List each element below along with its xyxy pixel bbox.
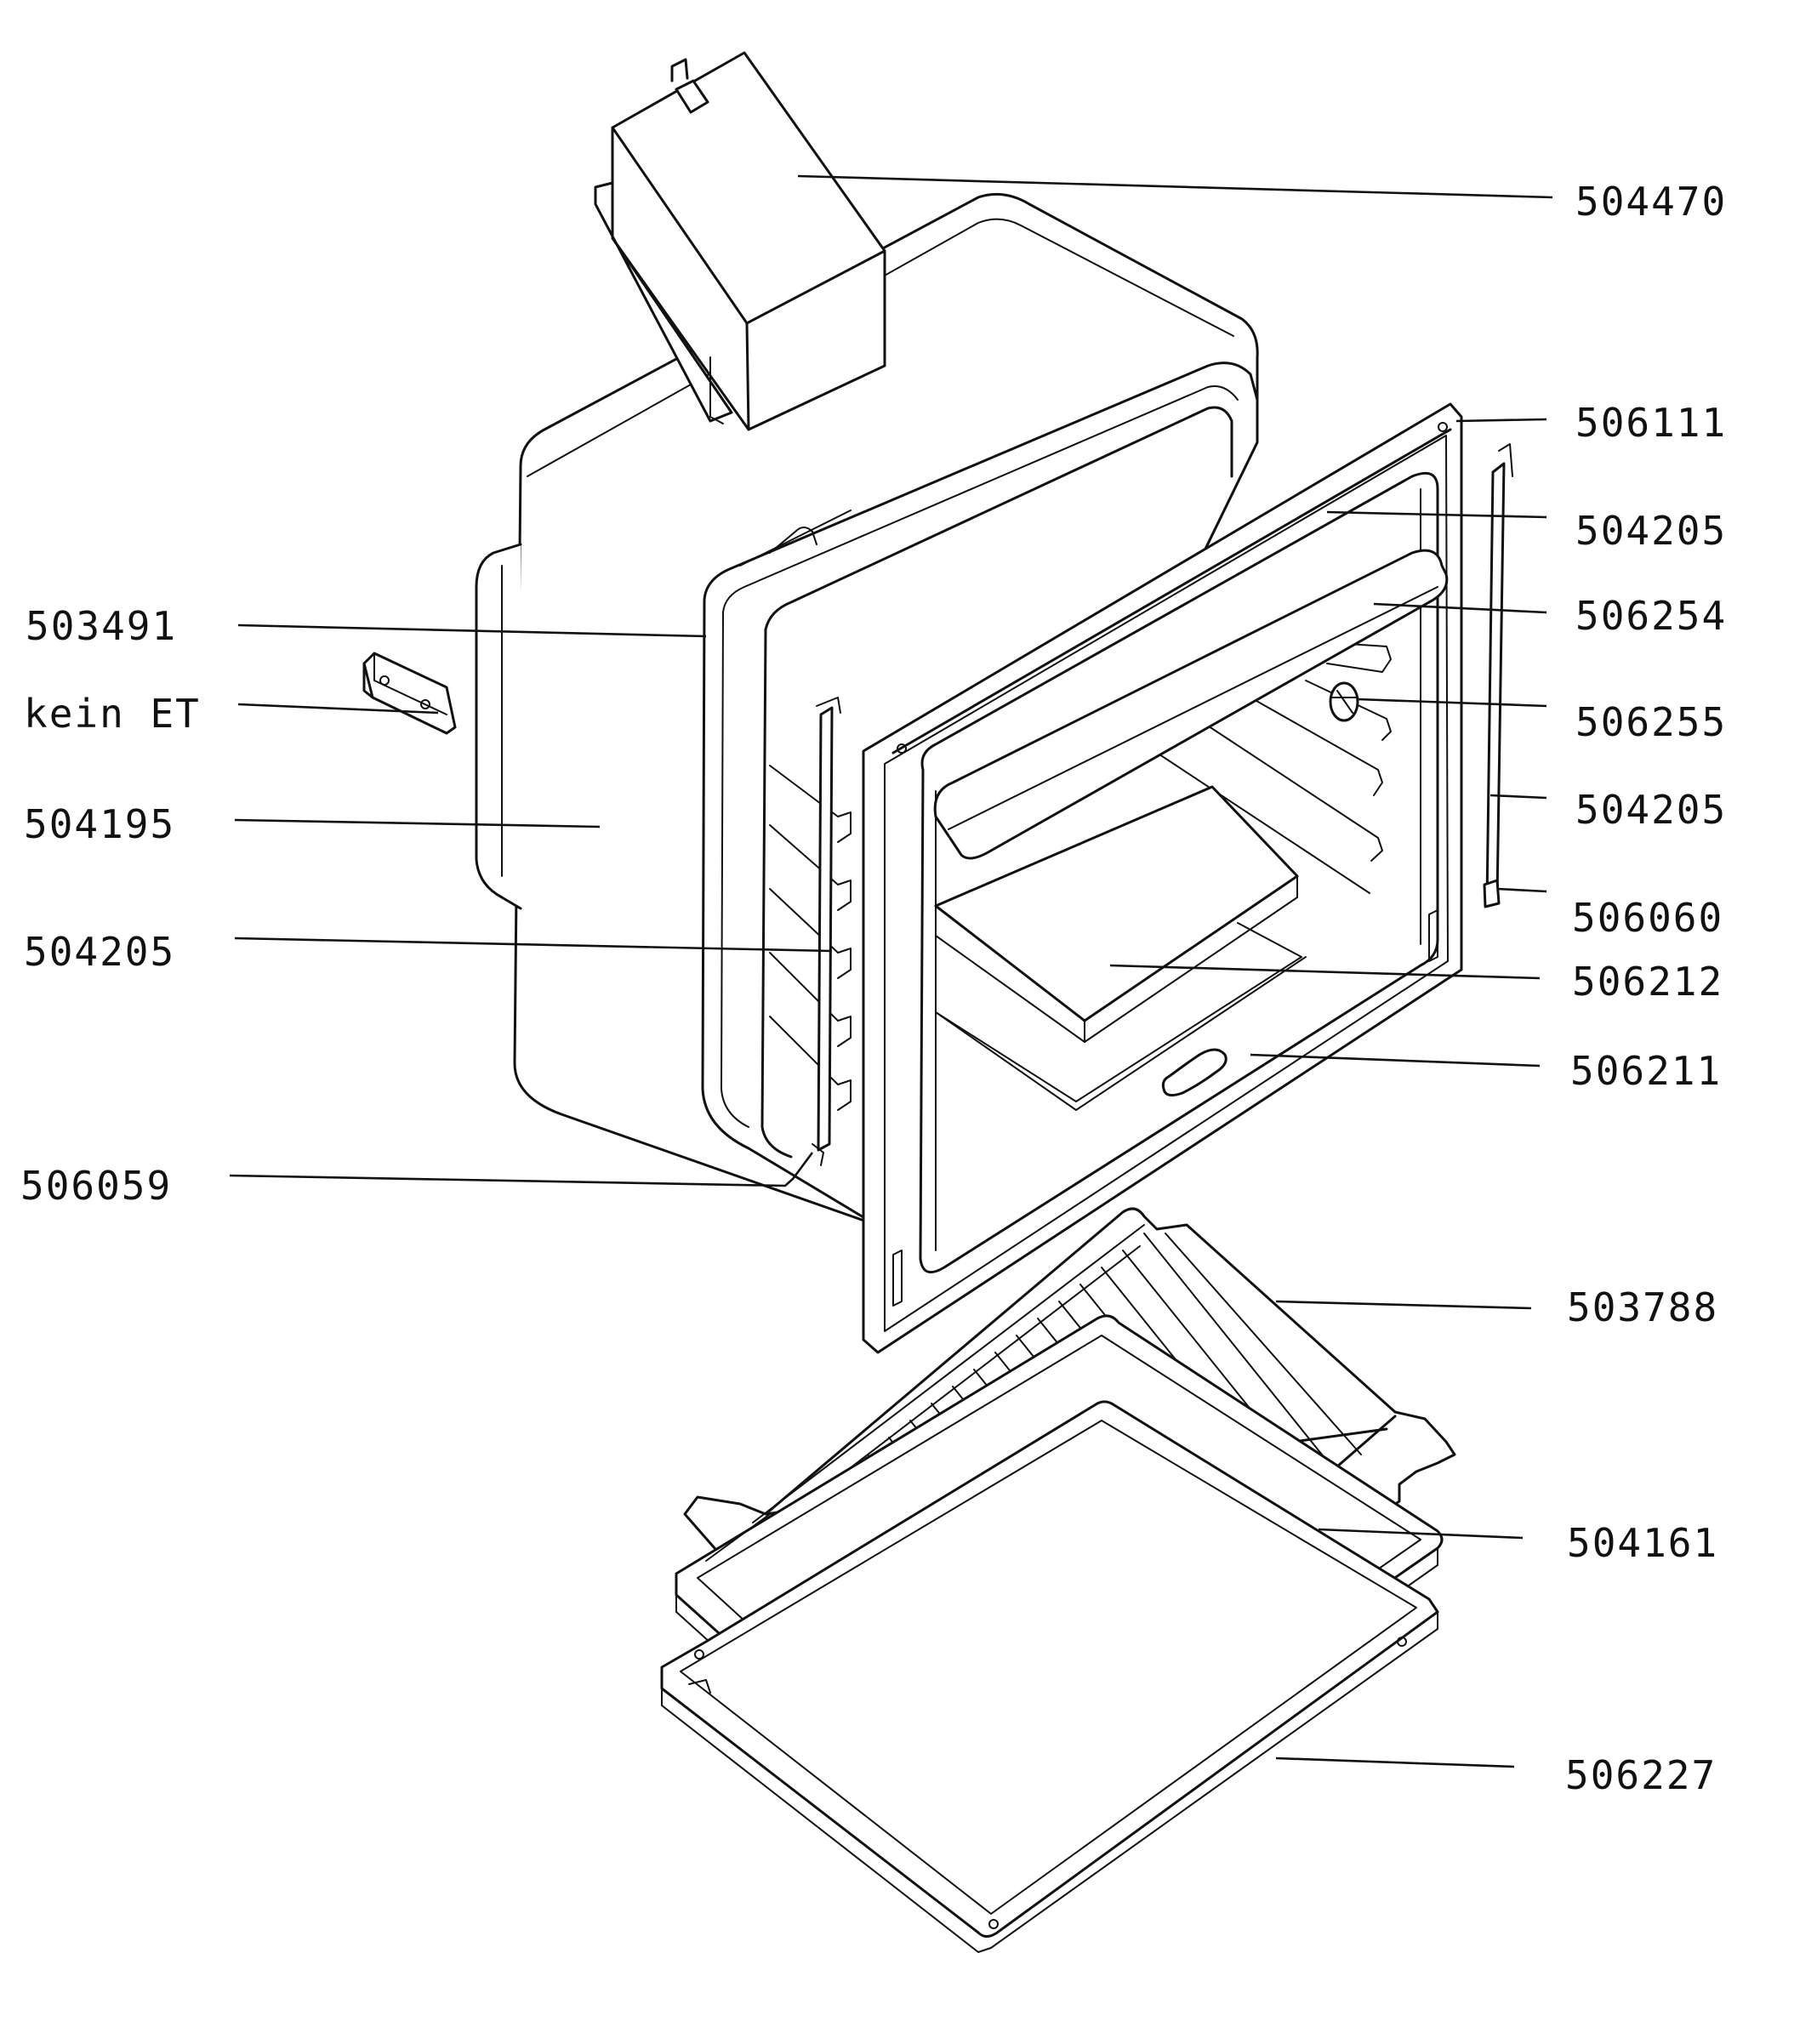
leader-504161	[1318, 1528, 1524, 1540]
grill-heater-506254	[933, 549, 1449, 860]
leader-506111	[1455, 418, 1547, 423]
leader-506211	[1250, 1053, 1541, 1068]
label-506060: 506060	[1572, 895, 1723, 941]
leader-503788	[1275, 1300, 1532, 1310]
leader-503491	[237, 623, 707, 638]
inner-rack-ribs	[1156, 641, 1392, 894]
label-506227: 506227	[1565, 1752, 1717, 1798]
label-506212: 506212	[1572, 959, 1723, 1005]
part-labels: 504470 506111 504205 506254 506255 50420…	[20, 179, 1727, 1798]
label-504161: 504161	[1567, 1520, 1718, 1566]
mounting-bracket-kein-et	[362, 652, 457, 735]
leader-506227	[1275, 1756, 1515, 1768]
leader-506255	[1356, 697, 1547, 708]
label-506254: 506254	[1575, 593, 1727, 639]
label-504205-left: 504205	[24, 929, 175, 975]
oven-lamp-506255	[1329, 681, 1359, 722]
label-503788: 503788	[1567, 1284, 1718, 1330]
leader-504205-right	[1489, 794, 1547, 800]
leader-506059	[229, 1152, 814, 1187]
leader-504470	[797, 174, 1553, 199]
label-506255: 506255	[1575, 699, 1727, 745]
leader-506060	[1496, 887, 1547, 893]
leader-504195	[234, 818, 601, 828]
label-506211: 506211	[1570, 1048, 1722, 1094]
leader-504205-left	[234, 937, 833, 953]
label-504205-right: 504205	[1575, 787, 1727, 833]
label-504195: 504195	[24, 801, 175, 847]
label-kein-et: kein ET	[24, 691, 201, 737]
label-504205-top: 504205	[1575, 508, 1727, 554]
label-506111: 506111	[1575, 400, 1727, 446]
leader-506212	[1109, 964, 1541, 980]
leader-506254	[1373, 602, 1547, 614]
left-side-rail-504205	[812, 697, 841, 1166]
leader-kein-et	[237, 703, 439, 715]
left-rack-grooves	[769, 765, 852, 1111]
leader-504205-top	[1326, 510, 1547, 519]
label-504470: 504470	[1575, 179, 1727, 225]
leader-lines	[229, 174, 1553, 1768]
bottom-plate-506212	[934, 785, 1307, 1111]
top-cover-box-504470	[594, 51, 886, 431]
right-side-rail-504205	[1483, 443, 1513, 908]
label-503491: 503491	[26, 603, 177, 649]
drip-frame-506227	[660, 1400, 1439, 1953]
label-506059: 506059	[20, 1163, 172, 1209]
